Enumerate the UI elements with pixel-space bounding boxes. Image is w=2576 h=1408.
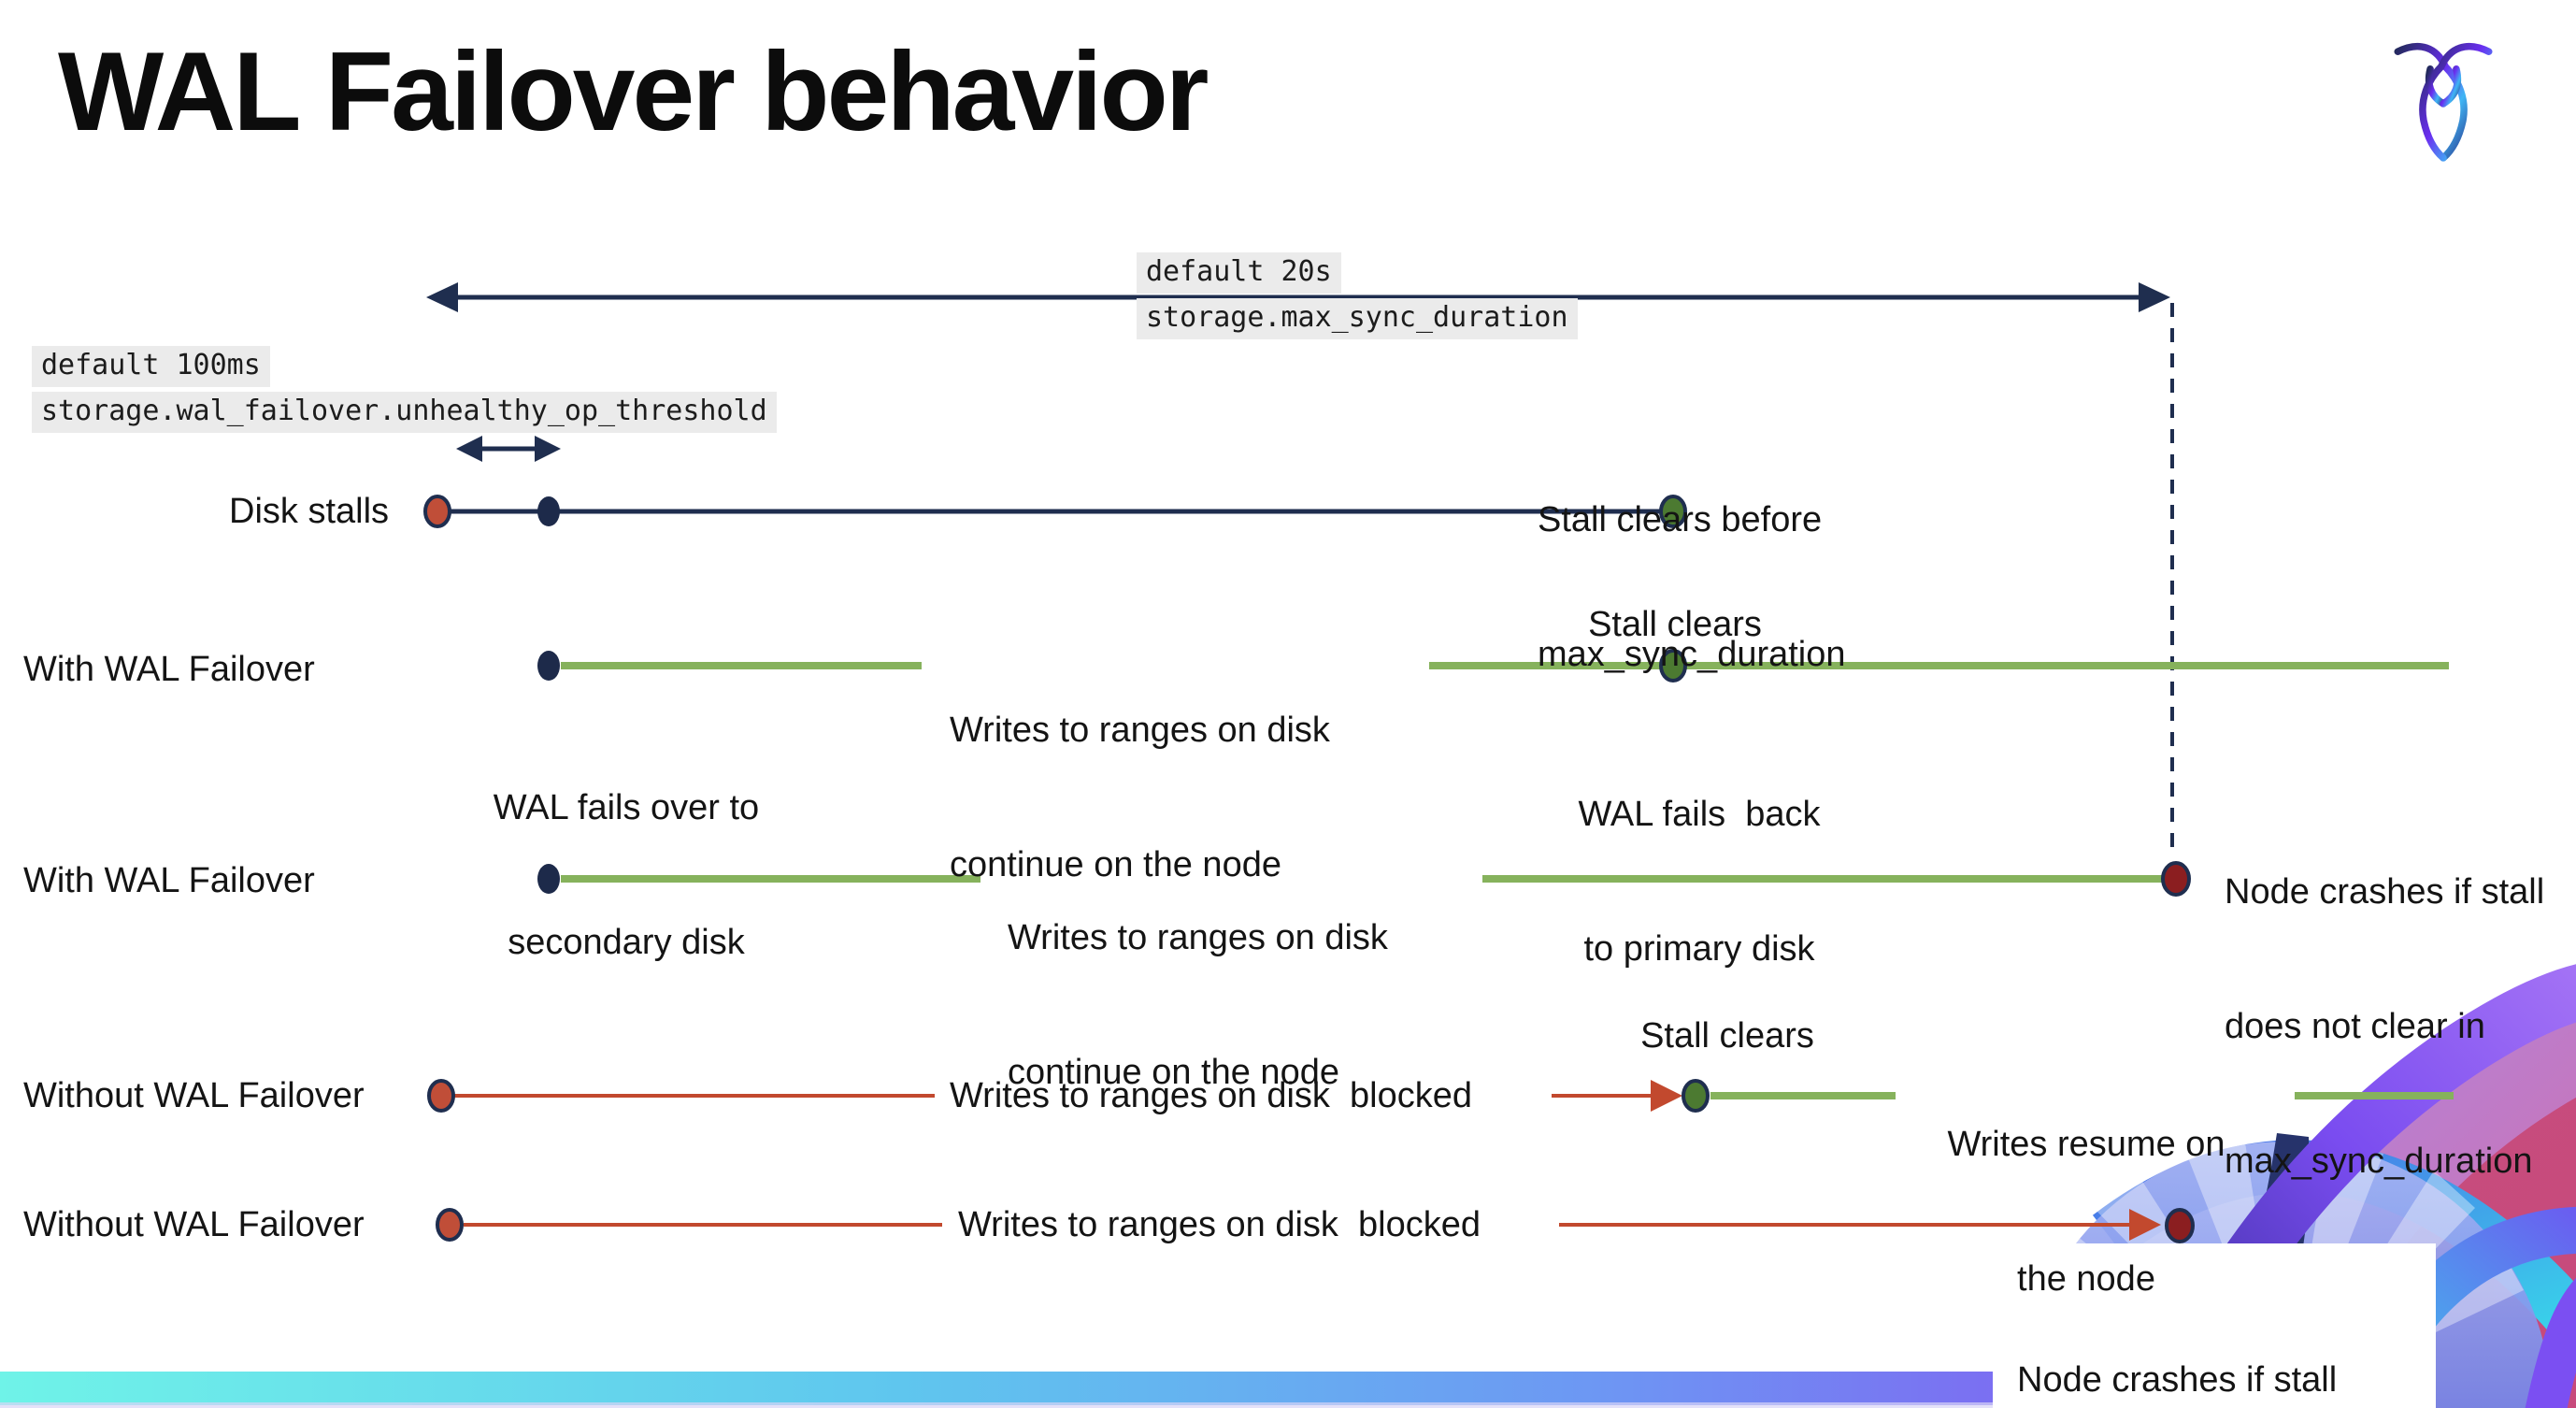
unhealthy-op-threshold-label: default 100ms storage.wal_failover.unhea… — [32, 346, 777, 438]
note-line: Node crashes if stall — [2017, 1360, 2338, 1400]
row2-label: With WAL Failover — [23, 650, 315, 689]
bottom-edge-strip — [0, 1402, 2576, 1408]
row5-crash-note: Node crashes if stall does not clear in … — [2017, 1268, 2337, 1408]
unhealthy-op-threshold-arrow — [456, 436, 561, 462]
note-line: does not clear in — [2225, 1007, 2485, 1046]
row5-label: Without WAL Failover — [23, 1205, 365, 1244]
max-sync-duration-arrow — [426, 282, 2170, 312]
note-line: Stall clears before — [1538, 500, 1823, 539]
row3-wal-failover-crash-timeline — [537, 861, 2191, 897]
row2-stall-clears-note: Stall clears — [1588, 605, 1762, 644]
note-line: to primary disk — [1583, 929, 1815, 969]
crash-dot — [2161, 861, 2191, 897]
row4-writes-blocked-note: Writes to ranges on disk blocked — [950, 1076, 1473, 1115]
threshold-dot — [537, 496, 560, 526]
crash-note-backplate — [1993, 1243, 2436, 1408]
row2-failback-note: WAL fails back to primary disk — [1578, 702, 1820, 1061]
note-line: max_sync_duration — [1538, 635, 1846, 674]
failover-dot — [537, 864, 560, 894]
stall-start-dot — [423, 495, 451, 528]
row4-label: Without WAL Failover — [23, 1076, 365, 1115]
stall-clear-dot — [1659, 495, 1687, 528]
note-line: secondary disk — [508, 923, 745, 962]
stall-start-dot — [436, 1208, 464, 1242]
cockroachdb-logo-icon — [2394, 42, 2493, 162]
crash-dot — [2165, 1208, 2195, 1243]
note-line: Node crashes if stall — [2225, 872, 2545, 912]
row3-label: With WAL Failover — [23, 861, 315, 900]
row5-writes-blocked-note: Writes to ranges on disk blocked — [958, 1205, 1481, 1244]
row1-stall-clears-note: Stall clears before max_sync_duration — [1538, 408, 1846, 767]
unhealthy-op-default-value: default 100ms — [32, 346, 270, 387]
note-line: continue on the node — [1008, 1053, 1339, 1092]
row3-writes-note: Writes to ranges on disk continue on the… — [1008, 826, 1388, 1185]
note-line: continue on the node — [950, 845, 1281, 884]
row2-wal-failover-timeline — [537, 649, 2449, 682]
row5-no-failover-crash-timeline — [436, 1208, 2195, 1243]
max-sync-default-value: default 20s — [1137, 252, 1341, 294]
max-sync-duration-label: default 20s storage.max_sync_duration — [1137, 252, 1578, 344]
note-line: WAL fails over to — [493, 788, 760, 827]
note-line: Writes to ranges on disk — [950, 711, 1330, 750]
row2-writes-note: Writes to ranges on disk continue on the… — [950, 618, 1330, 977]
note-line: max_sync_duration — [2225, 1142, 2533, 1181]
resume-note-backplate — [1924, 1019, 2161, 1145]
max-sync-setting-name: storage.max_sync_duration — [1137, 298, 1578, 339]
row4-no-failover-timeline — [427, 1079, 2454, 1113]
row1-disk-stalls-timeline — [423, 495, 1687, 528]
stall-clear-dot — [1682, 1079, 1710, 1113]
failover-dot — [537, 651, 560, 681]
note-line: Writes resume on — [1947, 1125, 2225, 1164]
row4-resume-note: Writes resume on the node — [1947, 1032, 2225, 1391]
page-title: WAL Failover behavior — [58, 29, 1209, 154]
note-line: Writes to ranges on disk — [1008, 918, 1388, 957]
stall-start-dot — [427, 1079, 455, 1113]
row2-failover-note: WAL fails over to secondary disk — [494, 696, 759, 1055]
unhealthy-op-setting-name: storage.wal_failover.unhealthy_op_thresh… — [32, 392, 777, 433]
stall-clear-dot — [1659, 649, 1687, 682]
row1-label: Disk stalls — [229, 492, 390, 531]
note-line: WAL fails back — [1578, 795, 1821, 834]
note-line: the node — [2017, 1259, 2155, 1299]
row4-stall-clears-note: Stall clears — [1640, 1016, 1814, 1056]
row3-crash-note: Node crashes if stall does not clear in … — [2225, 780, 2544, 1273]
